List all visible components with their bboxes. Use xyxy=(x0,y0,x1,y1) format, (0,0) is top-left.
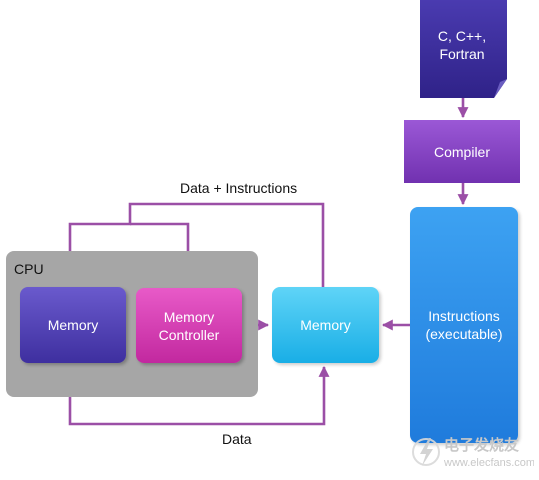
data-instructions-label: Data + Instructions xyxy=(180,180,298,196)
compiler-box: Compiler xyxy=(404,120,520,183)
source-line-1: C, C++, xyxy=(438,28,486,44)
cpu-label: CPU xyxy=(14,261,44,277)
memory-controller-line-1: Memory xyxy=(163,308,215,325)
cpu-memory-label: Memory xyxy=(47,317,99,333)
lightning-logo-icon xyxy=(412,438,440,466)
memory-box: Memory xyxy=(272,287,379,363)
data-label: Data xyxy=(222,431,252,447)
watermark-logo: 电子发烧友 www.elecfans.com xyxy=(412,436,534,469)
compiler-label: Compiler xyxy=(433,143,490,160)
source-line-2: Fortran xyxy=(439,46,484,62)
cpu-memory-box: Memory xyxy=(20,287,126,363)
memory-controller-box: Memory Controller xyxy=(136,288,242,363)
source-code-document: C, C++, Fortran xyxy=(420,0,507,98)
instructions-line-1: Instructions xyxy=(428,308,500,324)
memory-controller-line-2: Controller xyxy=(158,326,220,343)
watermark-text: 电子发烧友 xyxy=(444,436,519,454)
instructions-executable-box: Instructions (executable) xyxy=(410,207,518,443)
instructions-line-2: (executable) xyxy=(425,326,503,342)
memory-label: Memory xyxy=(300,317,351,333)
watermark-url: www.elecfans.com xyxy=(443,457,534,469)
arrow-memory-to-cpu-loop xyxy=(64,202,325,287)
